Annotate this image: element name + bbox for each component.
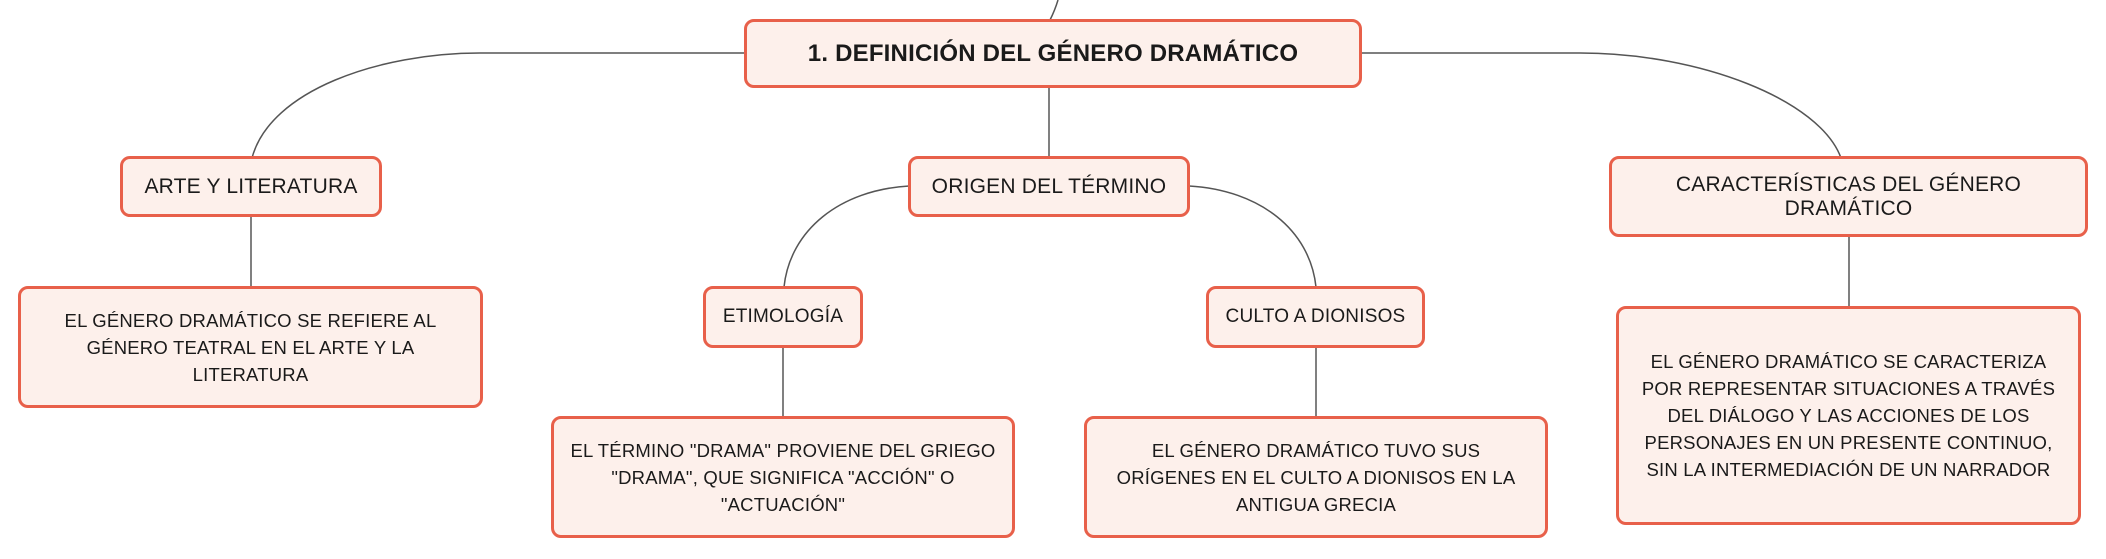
root-node[interactable]: 1. DEFINICIÓN DEL GÉNERO DRAMÁTICO — [744, 19, 1362, 88]
desc-arte-literatura[interactable]: EL GÉNERO DRAMÁTICO SE REFIERE AL GÉNERO… — [18, 286, 483, 408]
topic-label: ORIGEN DEL TÉRMINO — [931, 174, 1167, 198]
topic-arte-literatura[interactable]: ARTE Y LITERATURA — [120, 156, 382, 217]
subtopic-etimologia[interactable]: ETIMOLOGÍA — [703, 286, 863, 348]
connector-origen-culto — [1188, 185, 1317, 288]
topic-origen-termino[interactable]: ORIGEN DEL TÉRMINO — [908, 156, 1190, 217]
desc-etimologia[interactable]: EL TÉRMINO "DRAMA" PROVIENE DEL GRIEGO "… — [551, 416, 1015, 538]
subtopic-culto-dionisos[interactable]: CULTO A DIONISOS — [1206, 286, 1425, 348]
desc-culto-dionisos[interactable]: EL GÉNERO DRAMÁTICO TUVO SUS ORÍGENES EN… — [1084, 416, 1548, 538]
desc-caracteristicas[interactable]: EL GÉNERO DRAMÁTICO SE CARACTERIZA POR R… — [1616, 306, 2081, 525]
topic-label: ARTE Y LITERATURA — [144, 174, 358, 198]
connector-root-arte — [251, 52, 744, 159]
desc-text: EL TÉRMINO "DRAMA" PROVIENE DEL GRIEGO "… — [570, 439, 996, 515]
topic-label: CARACTERÍSTICAS DEL GÉNERO DRAMÁTICO — [1675, 172, 2022, 220]
root-label: 1. DEFINICIÓN DEL GÉNERO DRAMÁTICO — [807, 39, 1299, 67]
desc-text: EL GÉNERO DRAMÁTICO SE CARACTERIZA POR R… — [1641, 351, 2056, 480]
connector-origen-etimologia — [783, 185, 910, 288]
connector-parent-root — [1049, 0, 1059, 21]
subtopic-label: CULTO A DIONISOS — [1225, 306, 1406, 327]
desc-text: EL GÉNERO DRAMÁTICO TUVO SUS ORÍGENES EN… — [1116, 439, 1516, 515]
connector-root-caracteristicas — [1362, 52, 1842, 159]
topic-caracteristicas[interactable]: CARACTERÍSTICAS DEL GÉNERO DRAMÁTICO — [1609, 156, 2088, 237]
desc-text: EL GÉNERO DRAMÁTICO SE REFIERE AL GÉNERO… — [64, 309, 437, 385]
subtopic-label: ETIMOLOGÍA — [722, 306, 844, 327]
